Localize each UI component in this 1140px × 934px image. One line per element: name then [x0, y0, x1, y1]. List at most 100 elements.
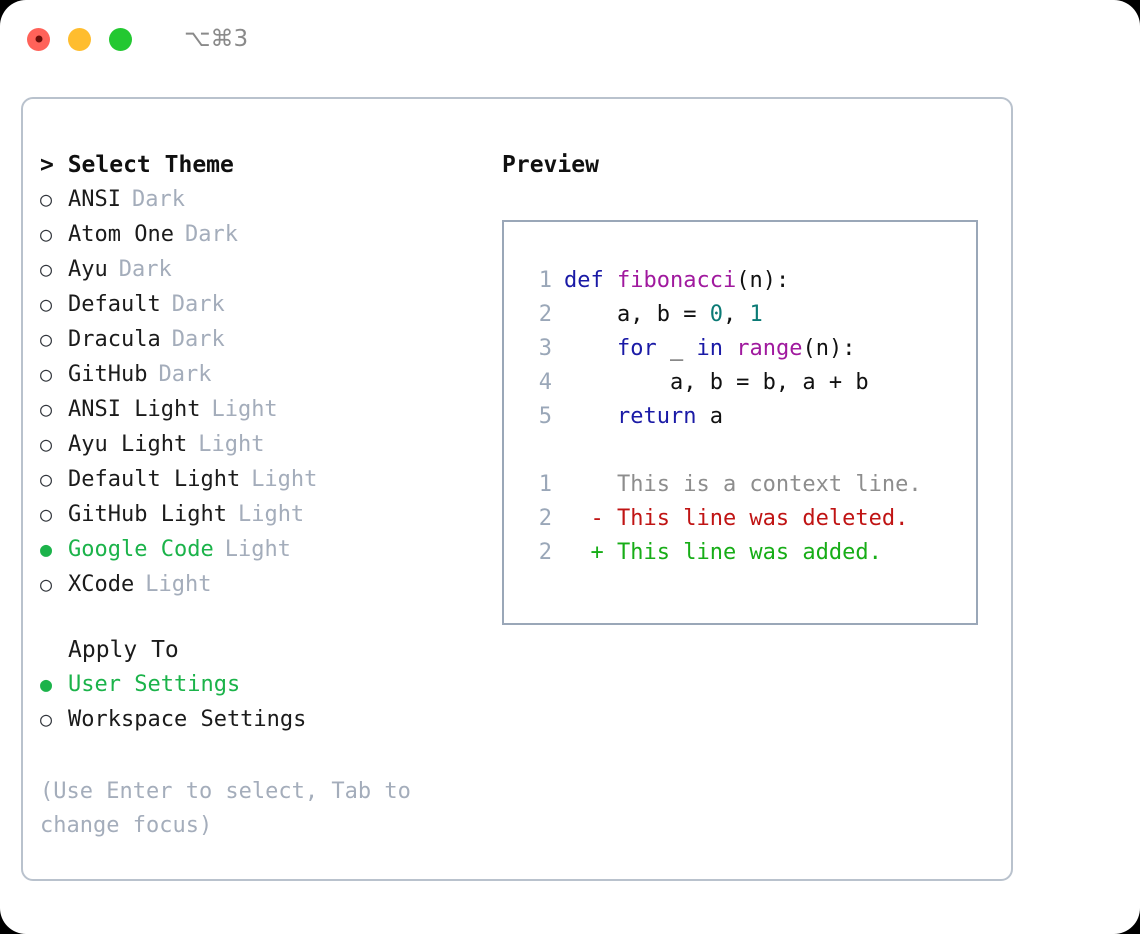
code-token-kw: in: [696, 336, 723, 361]
apply-to-section: Apply To ●User Settings ○ Workspace Settin…: [40, 633, 485, 737]
radio-unselected-icon: ○: [40, 187, 53, 211]
apply-to-option-workspace-settings[interactable]: ○ Workspace Settings: [40, 702, 485, 737]
theme-option-label: Google Code: [68, 537, 214, 562]
theme-option-github-light[interactable]: ○ GitHub Light Light: [40, 497, 485, 532]
code-text: a, b = b, a + b: [564, 366, 869, 400]
code-token-pl: [723, 336, 736, 361]
radio-unselected-icon: ○: [40, 397, 53, 421]
apply-to-heading: Apply To: [68, 637, 179, 663]
theme-option-ayu-light[interactable]: ○ Ayu Light Light: [40, 427, 485, 462]
theme-variant-tag: Dark: [184, 222, 238, 247]
title-bar: ⌥⌘3: [0, 0, 1140, 78]
code-token-kw: return: [616, 404, 697, 429]
code-line: 3 for _ in range(n):: [518, 332, 976, 366]
apply-to-option-label: Workspace Settings: [68, 707, 307, 732]
radio-unselected-icon: ○: [40, 432, 53, 456]
code-token-pl: ,: [722, 302, 750, 327]
line-number: 1: [538, 472, 552, 497]
line-number: 3: [538, 336, 552, 361]
radio-unselected-icon: ○: [40, 257, 53, 281]
diff-line-add: 2 + This line was added.: [518, 536, 976, 570]
radio-unselected-icon: ○: [40, 467, 53, 491]
code-token-pl: a, b =: [564, 302, 710, 327]
radio-unselected-icon: ○: [40, 707, 53, 731]
minimize-window-button[interactable]: [68, 27, 91, 51]
close-window-button[interactable]: [27, 27, 50, 51]
code-line: 1 def fibonacci(n):: [518, 264, 976, 298]
code-text: for _ in range(n):: [564, 332, 855, 366]
theme-option-label: XCode: [68, 572, 135, 597]
code-token-pl: [564, 336, 617, 361]
code-token-pl: _: [656, 336, 697, 361]
theme-variant-tag: Dark: [131, 187, 185, 212]
maximize-window-button[interactable]: [109, 27, 132, 51]
theme-variant-tag: Dark: [118, 257, 172, 282]
radio-unselected-icon: ○: [40, 292, 53, 316]
radio-unselected-icon: ○: [40, 327, 53, 351]
theme-option-label: GitHub Light: [68, 502, 227, 527]
window-controls: [27, 27, 132, 51]
diff-line-ctx: 1 This is a context line.: [518, 468, 976, 502]
theme-option-label: Ayu Light: [68, 432, 188, 457]
radio-unselected-icon: ○: [40, 222, 53, 246]
theme-variant-tag: Light: [237, 502, 305, 527]
theme-variant-tag: Light: [251, 467, 318, 492]
theme-option-ansi-light[interactable]: ○ ANSI Light Light: [40, 392, 485, 427]
code-text: def fibonacci(n):: [564, 264, 789, 298]
theme-variant-tag: Light: [198, 432, 265, 457]
theme-option-label: Default: [68, 292, 161, 317]
code-line: 2 a, b = 0, 1: [518, 298, 976, 332]
line-number: 1: [538, 268, 552, 293]
diff-text: This is a context line.: [564, 472, 922, 497]
code-token-fn: fibonacci: [616, 268, 737, 293]
code-line: 4 a, b = b, a + b: [518, 366, 976, 400]
diff-sample: 1 This is a context line.2 - This line w…: [518, 468, 976, 570]
theme-option-ansi[interactable]: ○ ANSI Dark: [40, 182, 485, 217]
radio-unselected-icon: ○: [40, 572, 53, 596]
diff-text: - This line was deleted.: [564, 506, 909, 531]
theme-variant-tag: Light: [145, 572, 212, 597]
code-token-pl: a: [696, 404, 723, 429]
code-token-pl: [564, 404, 617, 429]
code-token-num: 1: [749, 302, 763, 327]
code-token-kw: def: [564, 268, 617, 293]
diff-line-del: 2 - This line was deleted.: [518, 502, 976, 536]
theme-variant-tag: Dark: [171, 327, 225, 352]
code-token-pl: a, b = b, a + b: [564, 370, 869, 395]
theme-option-label: GitHub: [68, 362, 148, 387]
theme-option-atom-one[interactable]: ○ Atom One Dark: [40, 217, 485, 252]
apply-to-option-label: User Settings: [68, 672, 241, 697]
line-number: 4: [538, 370, 552, 395]
keyboard-hint-text: (Use Enter to select, Tab to change focu…: [40, 779, 411, 838]
theme-option-label: Atom One: [68, 222, 174, 247]
line-number: 2: [538, 302, 552, 327]
theme-option-label: ANSI Light: [68, 397, 201, 422]
radio-unselected-icon: ○: [40, 362, 53, 386]
code-text: return a: [564, 400, 723, 434]
theme-variant-tag: Dark: [158, 362, 212, 387]
code-diff-spacer: [518, 434, 976, 468]
theme-variant-tag: Light: [211, 397, 278, 422]
select-theme-heading: > Select Theme: [40, 152, 234, 178]
theme-option-xcode[interactable]: ○ XCode Light: [40, 567, 485, 602]
line-number: 2: [538, 540, 552, 565]
apply-to-option-user-settings[interactable]: ●User Settings: [40, 667, 485, 702]
code-token-pl: (n):: [736, 268, 790, 293]
code-token-kw: for: [616, 336, 657, 361]
diff-text: + This line was added.: [564, 540, 882, 565]
theme-option-github[interactable]: ○ GitHub Dark: [40, 357, 485, 392]
radio-unselected-icon: ○: [40, 502, 53, 526]
keyboard-shortcut-label: ⌥⌘3: [184, 26, 249, 52]
preview-heading: Preview: [502, 152, 599, 178]
theme-option-label: ANSI: [68, 187, 121, 212]
